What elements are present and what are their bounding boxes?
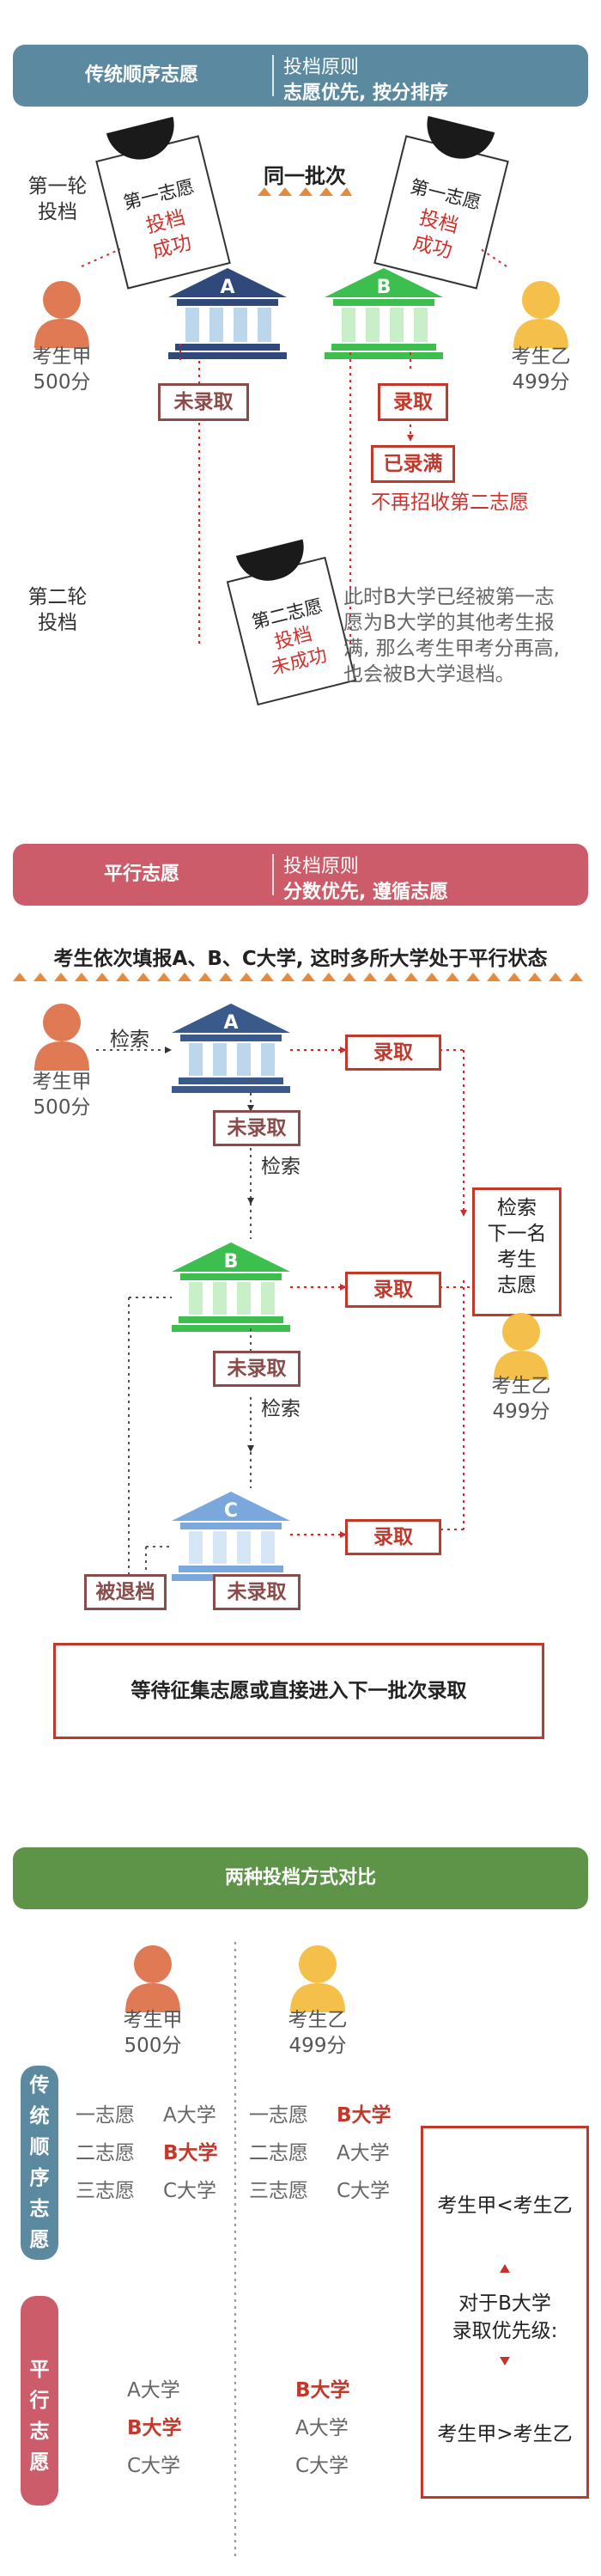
not-admitted-badge-b: 未录取 bbox=[213, 1351, 300, 1387]
para-a-row3: C大学 bbox=[127, 2455, 181, 2477]
student-a-avatar-icon bbox=[125, 1945, 180, 2012]
explanation-note: 此时B大学已经被第一志 愿为B大学的其他考生报 满, 那么考生甲考分再高, 也会… bbox=[343, 586, 560, 686]
trad-a-row2-label: 二志愿 bbox=[76, 2142, 135, 2164]
trad-b-row1-univ: B大学 bbox=[337, 2104, 392, 2127]
para-b-row3: C大学 bbox=[295, 2455, 349, 2477]
trad-b-row2-label: 二志愿 bbox=[249, 2142, 308, 2164]
admitted-badge-b: 录取 bbox=[345, 1272, 441, 1308]
para-a-row2: B大学 bbox=[127, 2417, 182, 2439]
para-a-row1: A大学 bbox=[127, 2379, 180, 2402]
student-a-name: 考生甲 bbox=[123, 2009, 183, 2031]
search-label: 检索 bbox=[261, 1398, 300, 1420]
svg-text:A: A bbox=[223, 1012, 238, 1034]
student-a-name: 考生甲 bbox=[32, 345, 92, 368]
svg-text:B: B bbox=[224, 1251, 239, 1273]
admitted-badge-a: 录取 bbox=[345, 1035, 441, 1071]
university-a-icon: A bbox=[172, 1004, 290, 1093]
student-a-score: 500分 bbox=[33, 1096, 91, 1119]
section1-principle-label: 投档原则 bbox=[283, 57, 360, 78]
not-admitted-badge-c: 未录取 bbox=[213, 1574, 300, 1610]
trad-a-row2-univ: B大学 bbox=[163, 2142, 218, 2164]
parallel-side-label: 平行 志愿 bbox=[21, 2296, 58, 2506]
comparison-trad: 考生甲<考生乙 bbox=[437, 2194, 573, 2217]
section1-banner: 传统顺序志愿 投档原则 志愿优先, 按分排序 bbox=[13, 45, 588, 107]
university-a-icon: A bbox=[168, 268, 287, 359]
comparison-parallel: 考生甲>考生乙 bbox=[437, 2423, 573, 2445]
headline-chevrons bbox=[13, 973, 583, 981]
student-a-avatar-icon bbox=[34, 281, 89, 348]
student-b-avatar-icon bbox=[494, 1313, 549, 1380]
student-b-name: 考生乙 bbox=[511, 345, 571, 368]
student-a-avatar-icon bbox=[34, 1004, 89, 1071]
search-next-student-box: 检索 下一名 考生 志愿 bbox=[472, 1187, 562, 1316]
arrow-up-icon bbox=[500, 2264, 510, 2273]
trad-b-row1-label: 一志愿 bbox=[249, 2104, 308, 2127]
student-b-name: 考生乙 bbox=[491, 1375, 551, 1397]
university-b-icon: B bbox=[325, 268, 443, 359]
university-b-icon: B bbox=[172, 1242, 290, 1332]
no-second-volunteer-text: 不再招收第二志愿 bbox=[371, 491, 529, 514]
same-batch-chevrons bbox=[258, 187, 352, 196]
final-result-box: 等待征集志愿或直接进入下一批次录取 bbox=[53, 1643, 544, 1739]
traditional-side-label: 传统 顺序 志愿 bbox=[21, 2066, 58, 2260]
section1-title: 传统顺序志愿 bbox=[84, 64, 198, 86]
student-a-score: 500分 bbox=[124, 2035, 182, 2057]
section3-title: 两种投档方式对比 bbox=[224, 1867, 376, 1889]
trad-a-row1-label: 一志愿 bbox=[76, 2104, 135, 2127]
student-b-avatar-icon bbox=[290, 1945, 345, 2012]
trad-a-row1-univ: A大学 bbox=[163, 2104, 216, 2127]
trad-b-row3-label: 三志愿 bbox=[249, 2180, 308, 2202]
returned-badge: 被退档 bbox=[84, 1574, 167, 1610]
arrow-down-icon bbox=[500, 2357, 510, 2365]
section2-principle: 分数优先, 遵循志愿 bbox=[283, 882, 449, 903]
comparison-box: 考生甲<考生乙 对于B大学 录取优先级: 考生甲>考生乙 bbox=[421, 2126, 589, 2499]
banner-divider bbox=[272, 55, 274, 96]
column-divider bbox=[234, 1942, 236, 2561]
section2-title: 平行志愿 bbox=[103, 864, 179, 885]
student-b-score: 499分 bbox=[492, 1401, 550, 1423]
round1-label: 第一轮 投档 bbox=[27, 175, 88, 223]
svg-text:B: B bbox=[377, 277, 392, 298]
section2-banner: 平行志愿 投档原则 分数优先, 遵循志愿 bbox=[13, 844, 588, 906]
trad-a-row3-label: 三志愿 bbox=[76, 2180, 135, 2202]
round2-label: 第二轮 投档 bbox=[27, 586, 88, 634]
trad-b-row2-univ: A大学 bbox=[337, 2142, 390, 2164]
student-b-score: 499分 bbox=[288, 2035, 347, 2057]
svg-text:A: A bbox=[220, 277, 234, 298]
para-b-row1: B大学 bbox=[295, 2379, 350, 2402]
admitted-badge: 录取 bbox=[378, 383, 448, 421]
search-label: 检索 bbox=[261, 1156, 300, 1178]
section2-headline: 考生依次填报A、B、C大学, 这时多所大学处于平行状态 bbox=[53, 948, 548, 970]
student-b-name: 考生乙 bbox=[288, 2009, 348, 2031]
student-b-score: 499分 bbox=[512, 371, 570, 394]
student-a-name: 考生甲 bbox=[32, 1071, 92, 1093]
admitted-badge-c: 录取 bbox=[345, 1519, 441, 1555]
not-admitted-badge: 未录取 bbox=[158, 383, 249, 421]
trad-a-row3-univ: C大学 bbox=[163, 2180, 217, 2202]
same-batch-label: 同一批次 bbox=[264, 164, 346, 188]
banner-divider bbox=[272, 854, 274, 895]
not-admitted-badge-a: 未录取 bbox=[213, 1110, 300, 1146]
section3-banner: 两种投档方式对比 bbox=[13, 1847, 588, 1909]
section1-principle: 志愿优先, 按分排序 bbox=[283, 82, 449, 104]
section2-principle-label: 投档原则 bbox=[283, 856, 360, 877]
card-flap-icon bbox=[106, 116, 182, 168]
full-badge: 已录满 bbox=[371, 445, 455, 483]
trad-b-row3-univ: C大学 bbox=[337, 2180, 391, 2202]
para-b-row2: A大学 bbox=[295, 2417, 349, 2439]
student-b-avatar-icon bbox=[513, 281, 568, 348]
search-label: 检索 bbox=[110, 1029, 149, 1051]
svg-text:C: C bbox=[224, 1500, 238, 1522]
comparison-middle: 对于B大学 录取优先级: bbox=[452, 2292, 558, 2342]
student-a-score: 500分 bbox=[33, 371, 91, 394]
card-flap-icon bbox=[419, 115, 495, 167]
